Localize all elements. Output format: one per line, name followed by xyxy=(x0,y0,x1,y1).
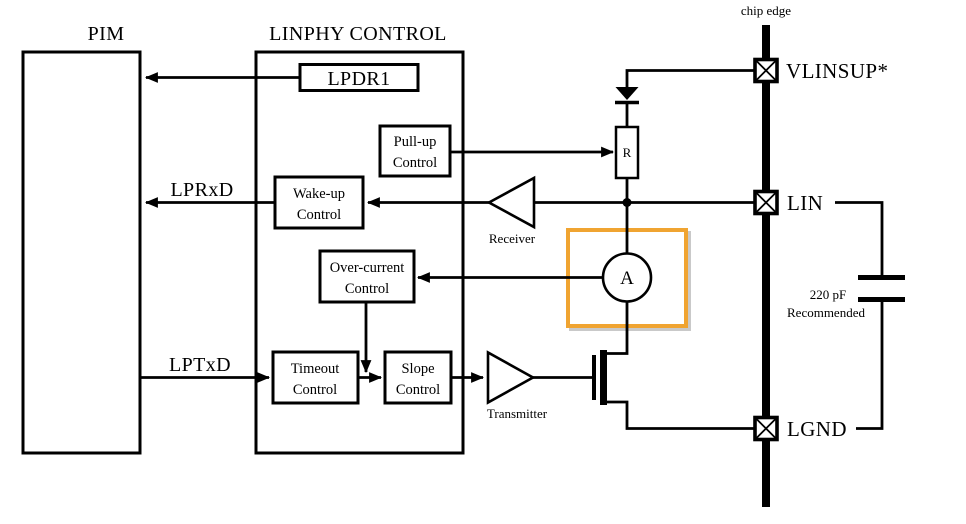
capacitor-icon xyxy=(858,275,905,302)
current-sensor-icon: A xyxy=(601,252,653,303)
wake-up-control-line1: Wake-up xyxy=(293,186,345,202)
over-current-control-box: Over-current Control xyxy=(318,249,416,304)
linphy-control-title: LINPHY CONTROL xyxy=(269,23,447,45)
wire-capacitor-to-lgnd xyxy=(856,301,884,430)
lin-pin-label: LIN xyxy=(787,191,823,215)
vlinsup-pin-label: VLINSUP* xyxy=(786,59,888,83)
lprxd-label: LPRxD xyxy=(170,179,233,201)
over-current-control-line1: Over-current xyxy=(330,260,405,276)
pin-pad-icon-vlinsup xyxy=(753,57,779,84)
wake-up-control-box: Wake-up Control xyxy=(273,175,365,230)
pin-pad-icon-lgnd xyxy=(753,415,779,442)
pim-title: PIM xyxy=(88,23,125,45)
pim-block xyxy=(21,50,142,455)
lpdr1-box: LPDR1 xyxy=(298,63,420,92)
transmitter-label: Transmitter xyxy=(487,406,548,421)
pull-up-control-line2: Control xyxy=(393,155,437,171)
receiver-buffer-icon xyxy=(486,175,536,230)
capacitor-note-label: Recommended xyxy=(787,305,865,320)
chip-edge-label: chip edge xyxy=(741,3,791,18)
slope-control-line2: Control xyxy=(396,382,440,398)
resistor-icon: R xyxy=(614,125,640,180)
over-current-control-line2: Control xyxy=(345,281,389,297)
wake-up-control-line2: Control xyxy=(297,207,341,223)
current-sensor-label: A xyxy=(620,268,634,289)
lgnd-pin-label: LGND xyxy=(787,417,847,441)
pull-up-control-line1: Pull-up xyxy=(394,134,437,150)
timeout-control-line1: Timeout xyxy=(291,361,340,377)
lin-junction-dot xyxy=(622,198,632,207)
resistor-label: R xyxy=(623,145,632,160)
wire-lin-to-capacitor xyxy=(835,201,884,276)
lpdr1-label: LPDR1 xyxy=(327,68,390,90)
wire-vlinsup-to-diode xyxy=(625,69,756,88)
chip-edge-line xyxy=(762,25,770,507)
transmitter-buffer-icon xyxy=(486,350,536,405)
slope-control-box: Slope Control xyxy=(383,350,453,405)
diode-icon xyxy=(615,87,639,105)
lptxd-label: LPTxD xyxy=(169,354,231,376)
pull-up-control-box: Pull-up Control xyxy=(378,124,452,178)
capacitor-value-label: 220 pF xyxy=(810,287,846,302)
nmos-transistor-icon xyxy=(592,350,607,405)
receiver-label: Receiver xyxy=(489,231,536,246)
wire-sensor-to-drain xyxy=(602,301,629,355)
slope-control-line1: Slope xyxy=(401,361,434,377)
timeout-control-line2: Control xyxy=(293,382,337,398)
timeout-control-box: Timeout Control xyxy=(271,350,360,405)
pin-pad-icon-lin xyxy=(753,189,779,216)
wire-source-to-lgnd xyxy=(602,400,756,430)
